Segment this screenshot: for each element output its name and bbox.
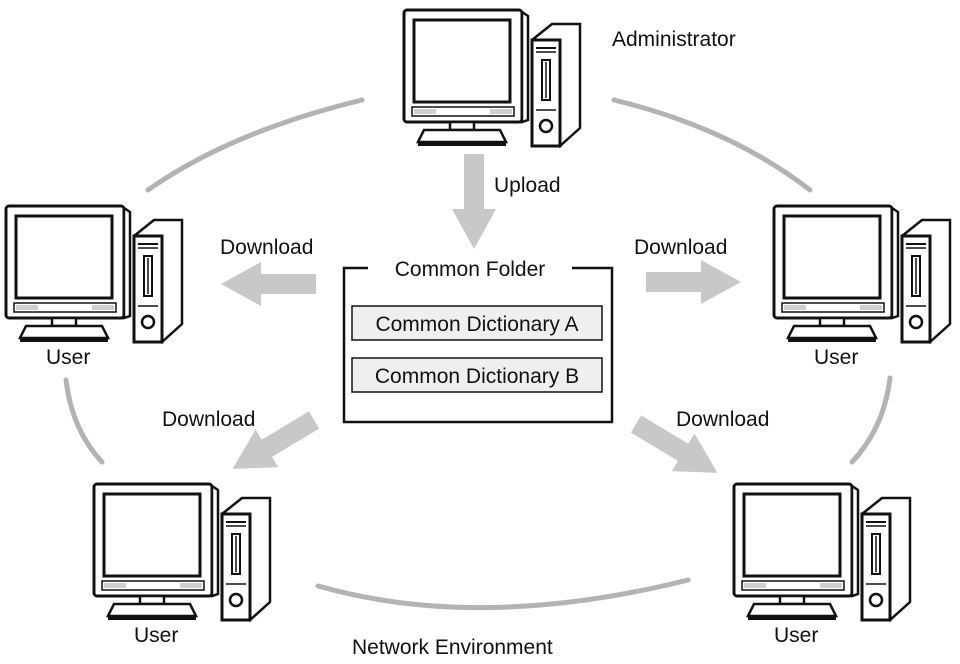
download-label-left: Download: [220, 236, 313, 259]
desktop-computer-icon: [772, 204, 952, 344]
computer-user-bottom-left: [92, 482, 272, 622]
download-label-bottom-left: Download: [162, 408, 255, 431]
download-label-bottom-right: Download: [676, 408, 769, 431]
upload-label: Upload: [494, 174, 561, 197]
block-arrow-icon: [452, 154, 496, 249]
ring-arc-top-right: [611, 97, 813, 193]
download-arrow-left: [221, 262, 316, 306]
block-arrow-icon: [221, 262, 316, 306]
user-label-left: User: [46, 346, 90, 369]
user-label-right: User: [814, 346, 858, 369]
desktop-computer-icon: [732, 482, 912, 622]
user-label-bottom-left: User: [134, 624, 178, 647]
ring-arc-top-left: [145, 97, 365, 193]
desktop-computer-icon: [92, 482, 272, 622]
common-folder: Common Folder Common Dictionary A Common…: [342, 258, 614, 424]
dictionary-b-label: Common Dictionary B: [375, 365, 579, 388]
user-label-bottom-right: User: [774, 624, 818, 647]
ring-arc-left: [63, 377, 105, 465]
upload-arrow: [452, 154, 496, 249]
ring-arc-right: [849, 375, 893, 465]
dictionary-a-box: [351, 305, 603, 341]
network-environment-label: Network Environment: [352, 636, 553, 659]
common-folder-border: [342, 266, 614, 424]
computer-user-right: [772, 204, 952, 344]
dictionary-a-label: Common Dictionary A: [375, 313, 578, 336]
ring-arc-bottom: [315, 577, 691, 611]
dictionary-b-box: [351, 357, 603, 393]
desktop-computer-icon: [402, 8, 582, 148]
computer-user-left: [4, 204, 184, 344]
download-label-right: Download: [634, 236, 727, 259]
desktop-computer-icon: [4, 204, 184, 344]
computer-user-bottom-right: [732, 482, 912, 622]
administrator-label: Administrator: [612, 28, 736, 51]
block-arrow-icon: [646, 260, 741, 304]
download-arrow-right: [646, 260, 741, 304]
network-ring: [63, 97, 893, 611]
computer-administrator: [402, 8, 582, 148]
common-folder-title: Common Folder: [395, 258, 546, 281]
